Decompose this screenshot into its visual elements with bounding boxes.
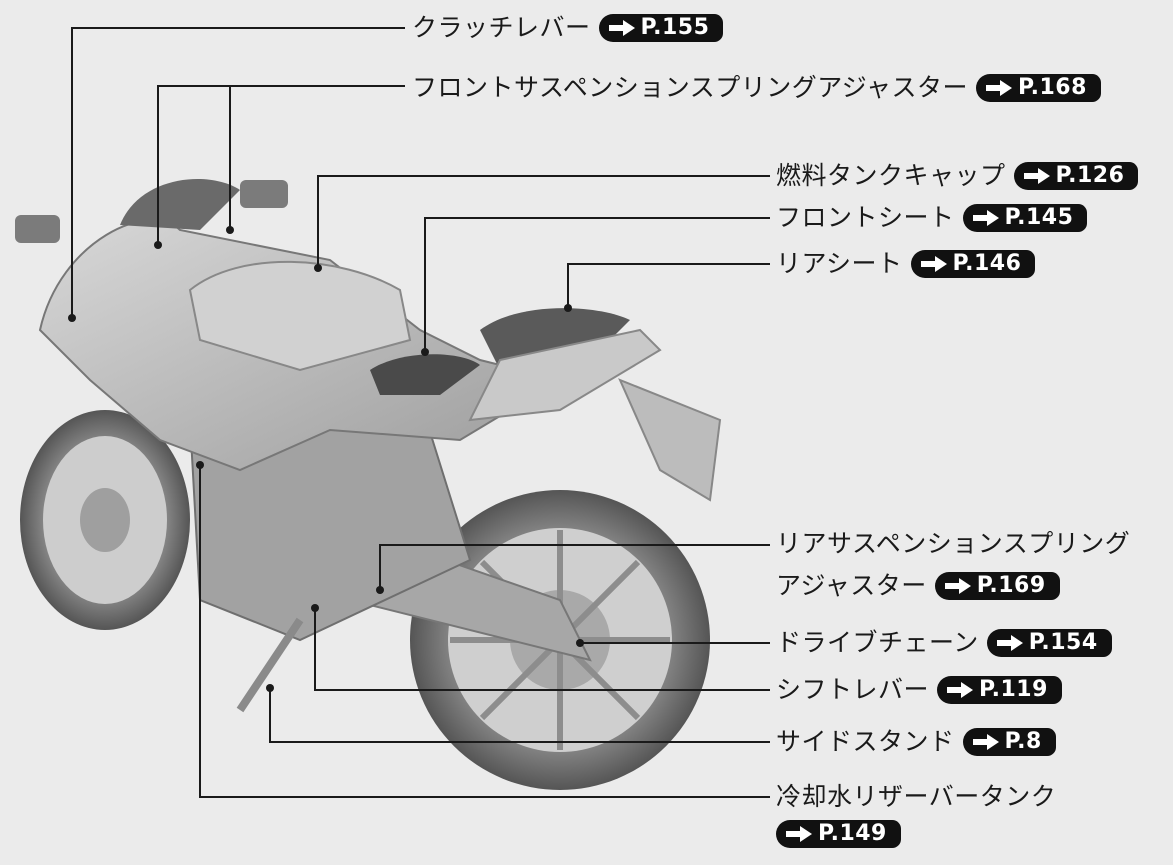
page-reference-badge[interactable]: P.169 — [934, 572, 1060, 600]
page-number: P.168 — [1018, 75, 1087, 100]
page-reference-badge[interactable]: P.155 — [598, 14, 724, 42]
leader-dots — [68, 226, 584, 692]
page-reference-badge[interactable]: P.119 — [937, 676, 1062, 704]
page-number: P.119 — [979, 677, 1048, 702]
right-arrow-icon — [971, 209, 1001, 227]
page-reference-badge[interactable]: P.154 — [986, 629, 1112, 657]
right-arrow-icon — [784, 825, 814, 843]
page-reference-badge[interactable]: P.8 — [962, 728, 1056, 756]
motorcycle-illustration — [15, 179, 722, 790]
page-number: P.145 — [1004, 205, 1074, 230]
callout-label: フロントサスペンションスプリングアジャスター — [412, 73, 969, 102]
callout-label: シフトレバー — [776, 675, 930, 704]
page-reference-badge[interactable]: P.126 — [1013, 162, 1139, 190]
right-arrow-icon — [607, 19, 637, 37]
callout-label: サイドスタンド — [776, 727, 955, 756]
page-number: P.149 — [818, 821, 887, 846]
callout-label: 冷却水リザーバータンク — [776, 782, 1057, 811]
callout-rear-suspension-line1: リアサスペンションスプリング — [776, 528, 1130, 560]
page-number: P.155 — [640, 15, 710, 40]
callout-rear-seat: リアシート P.146 — [776, 248, 1036, 280]
page-reference-badge[interactable]: P.168 — [976, 74, 1101, 102]
callout-front-seat: フロントシート P.145 — [776, 202, 1088, 234]
page-number: P.169 — [976, 573, 1046, 598]
right-arrow-icon — [995, 634, 1025, 652]
callout-label: フロントシート — [776, 203, 955, 232]
right-arrow-icon — [919, 255, 949, 273]
callout-label: リアシート — [776, 249, 903, 278]
callout-label: 燃料タンクキャップ — [776, 161, 1006, 190]
right-arrow-icon — [971, 733, 1001, 751]
callout-label: ドライブチェーン — [776, 628, 979, 657]
right-arrow-icon — [945, 681, 975, 699]
callout-coolant-reservoir: 冷却水リザーバータンク — [776, 781, 1056, 813]
callout-label: リアサスペンションスプリング — [776, 529, 1131, 558]
callout-coolant-reservoir-ref: P.149 — [776, 820, 901, 848]
page-number: P.8 — [1004, 729, 1042, 754]
callout-label-continued: アジャスター — [776, 571, 927, 600]
callout-rear-suspension-line2: アジャスター P.169 — [776, 570, 1060, 602]
page-number: P.126 — [1055, 163, 1125, 188]
callout-side-stand: サイドスタンド P.8 — [776, 726, 1056, 758]
page-reference-badge[interactable]: P.146 — [910, 250, 1036, 278]
callout-drive-chain: ドライブチェーン P.154 — [776, 627, 1112, 659]
right-arrow-icon — [984, 79, 1014, 97]
callout-shift-lever: シフトレバー P.119 — [776, 674, 1062, 706]
leader-lines — [71, 27, 770, 798]
callout-fuel-tank-cap: 燃料タンクキャップ P.126 — [776, 160, 1139, 192]
page-reference-badge[interactable]: P.145 — [962, 204, 1088, 232]
page-number: P.154 — [1028, 630, 1098, 655]
callout-clutch-lever: クラッチレバー P.155 — [412, 12, 724, 44]
page-reference-badge[interactable]: P.149 — [776, 820, 901, 848]
page-number: P.146 — [952, 251, 1022, 276]
callout-label: クラッチレバー — [412, 13, 591, 42]
right-arrow-icon — [943, 577, 973, 595]
right-arrow-icon — [1022, 167, 1052, 185]
callout-front-suspension-adjuster: フロントサスペンションスプリングアジャスター P.168 — [412, 72, 1101, 104]
